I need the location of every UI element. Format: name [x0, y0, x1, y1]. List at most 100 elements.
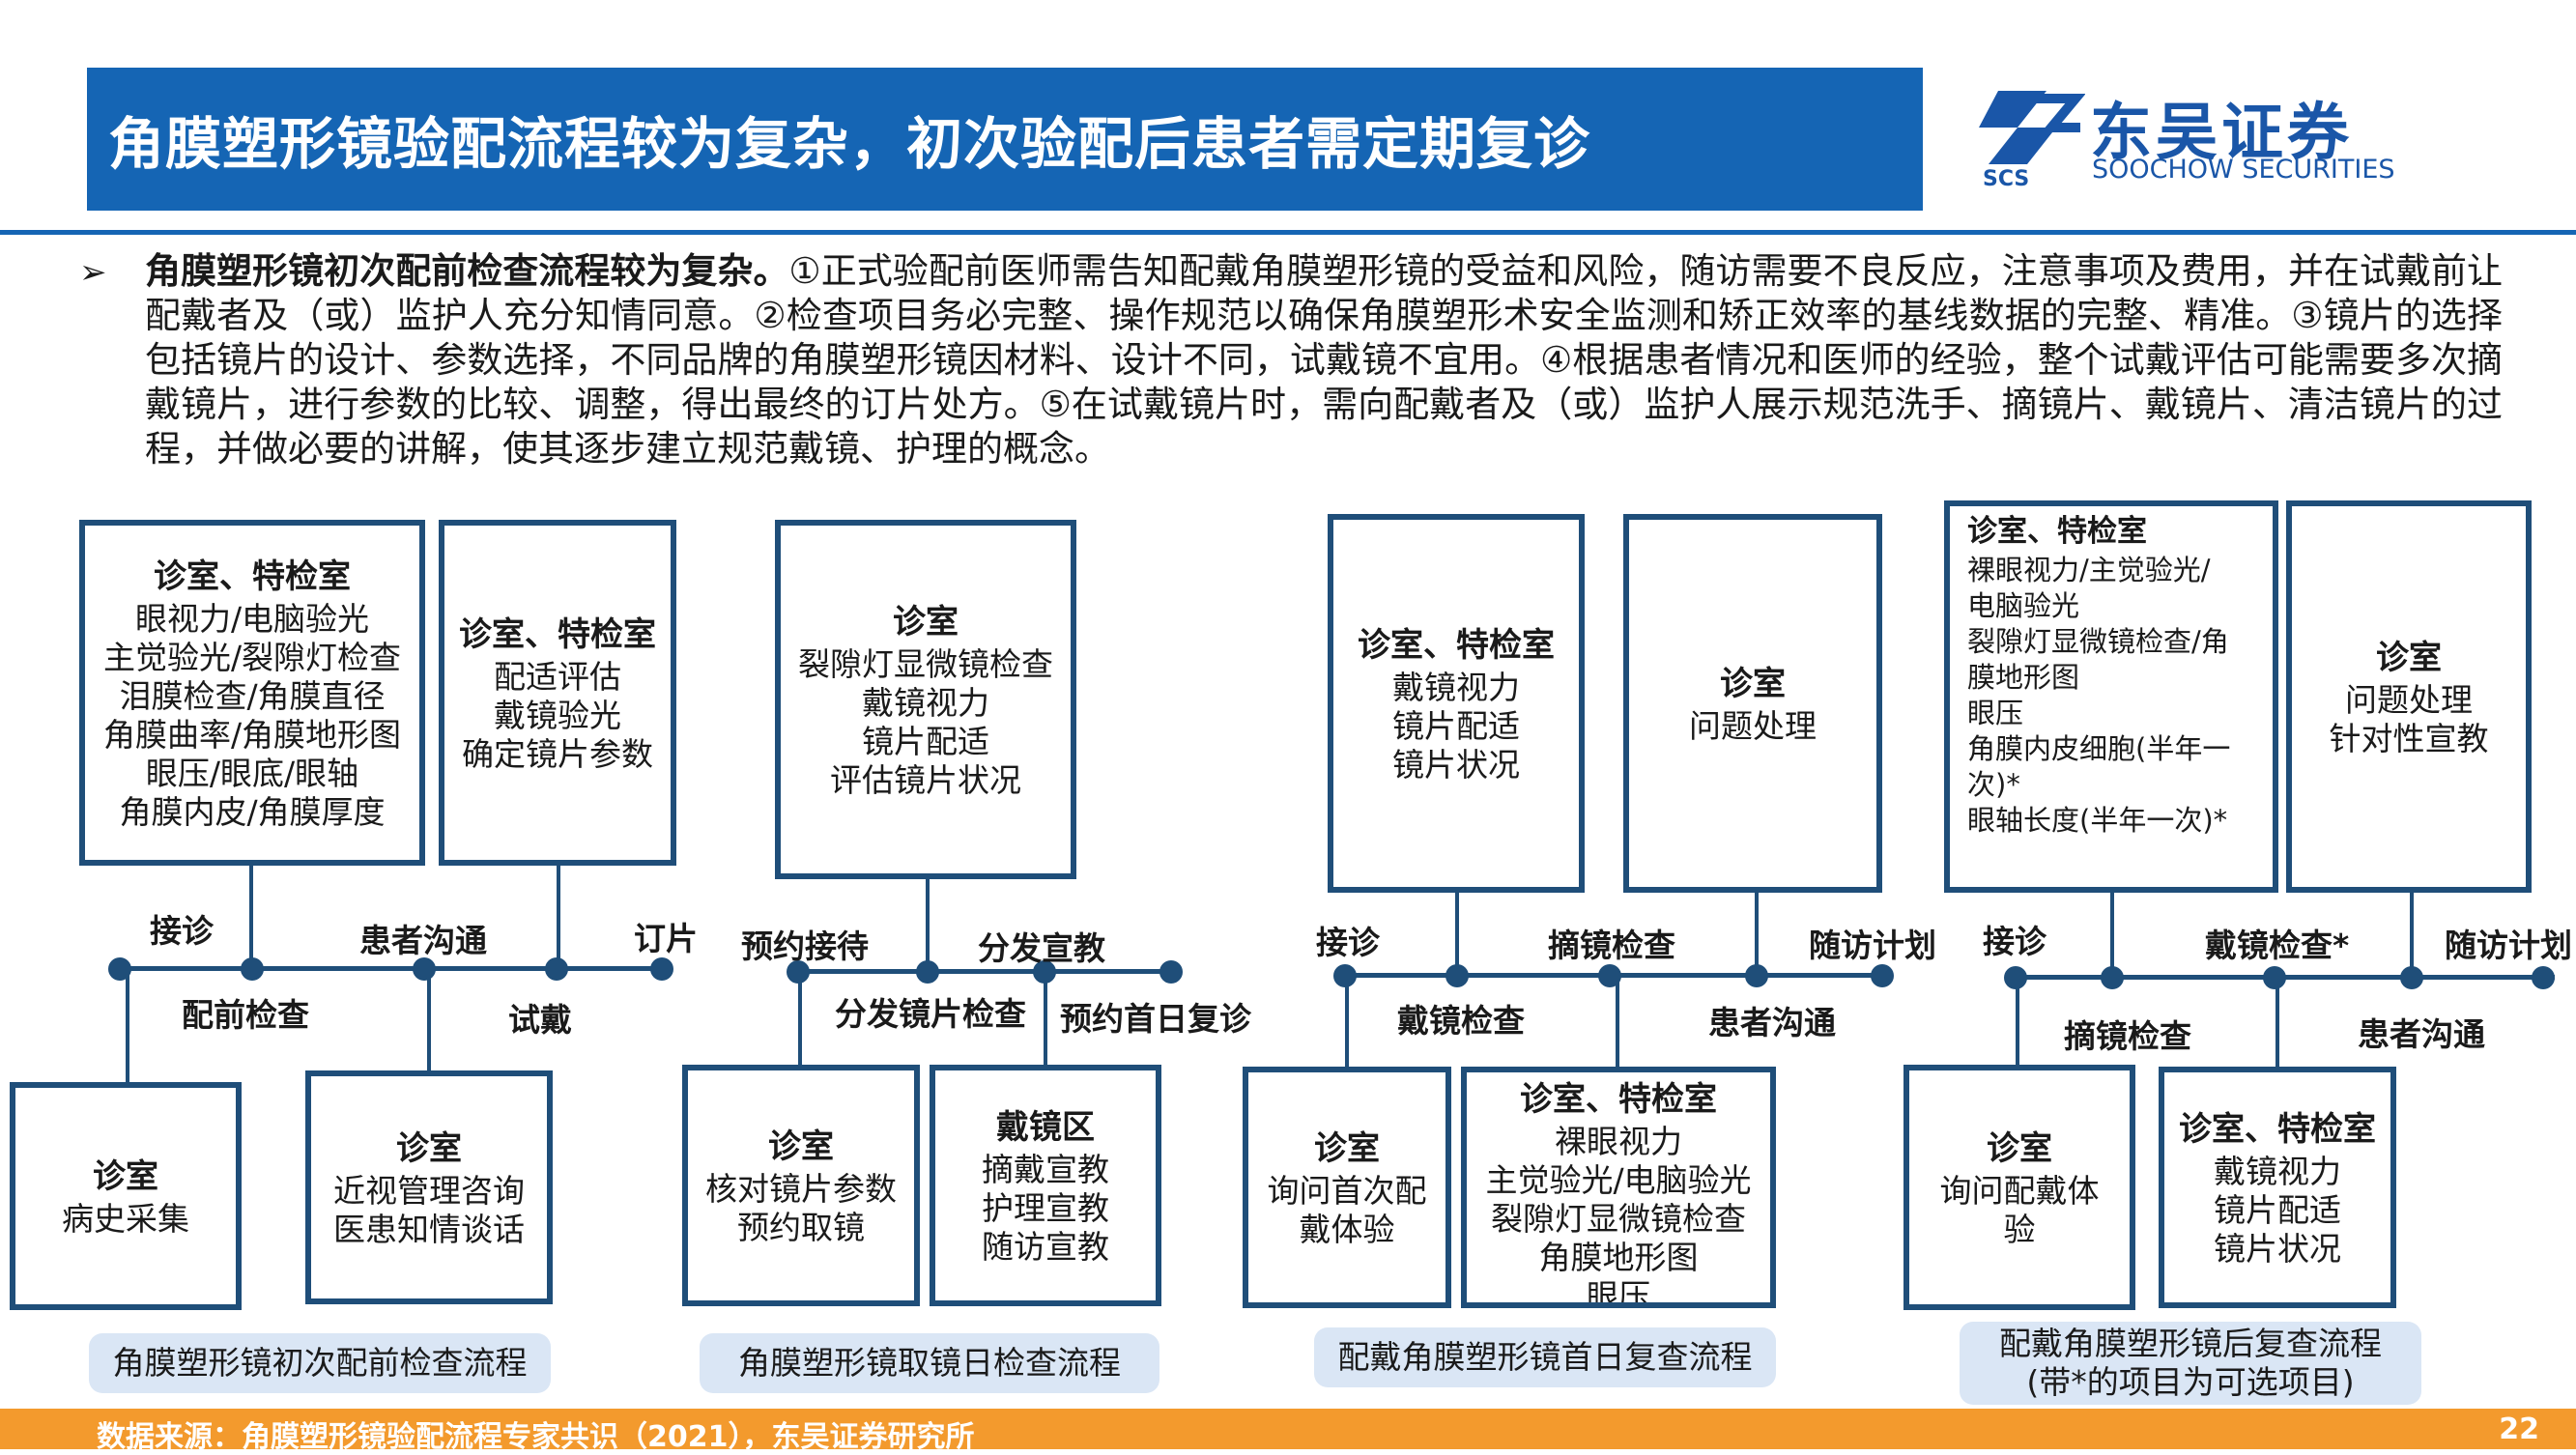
bullet-arrow-icon: ➢	[79, 253, 107, 292]
connector	[249, 866, 253, 968]
connector	[557, 866, 560, 968]
step-label: 患者沟通	[1708, 1004, 1836, 1041]
box-line: 镜片状况	[1392, 746, 1520, 784]
step-label: 随访计划	[1809, 927, 1936, 964]
box-line: 镜片配适	[1392, 707, 1520, 745]
box-title: 诊室	[396, 1129, 462, 1168]
flow3-box-experience: 诊室 询问首次配 戴体验	[1243, 1067, 1451, 1308]
flow3-box-naked-exam: 诊室、特检室 裸眼视力 主觉验光/电脑验光 裂隙灯显微镜检查 角膜地形图 眼压	[1461, 1067, 1776, 1308]
timeline-node	[2532, 966, 2555, 989]
intro-paragraph: 角膜塑形镜初次配前检查流程较为复杂。①正式验配前医师需告知配戴角膜塑形镜的受益和…	[145, 249, 2503, 471]
box-title: 诊室、特检室	[1520, 1080, 1717, 1119]
timeline-node	[1333, 964, 1357, 987]
flow3-caption: 配戴角膜塑形镜首日复查流程	[1314, 1327, 1776, 1387]
box-line: 主觉验光/电脑验光	[1485, 1161, 1752, 1199]
box-line: 戴体验	[1299, 1211, 1395, 1248]
box-line: 问题处理	[2345, 681, 2473, 719]
box-line: 裸眼视力	[1555, 1123, 1682, 1160]
box-line: 角膜曲率/角膜地形图	[102, 716, 402, 754]
box-line: 询问配戴体	[1939, 1172, 2100, 1210]
timeline-node	[108, 957, 131, 981]
box-line: 眼视力/电脑验光	[134, 600, 370, 638]
box-line: 裂隙灯显微镜检查	[1491, 1200, 1746, 1238]
box-line: 次)*	[1967, 768, 2020, 801]
logo-badge: SCS	[1983, 167, 2029, 189]
box-line: 电脑验光	[1967, 589, 2080, 622]
box-line: 镜片状况	[2214, 1230, 2341, 1268]
box-line: 预约取镜	[737, 1209, 865, 1246]
box-title: 诊室	[1720, 665, 1786, 703]
timeline-node	[916, 960, 939, 984]
flow1-box-history: 诊室 病史采集	[10, 1082, 242, 1310]
connector	[2410, 893, 2414, 977]
box-line: 戴镜视力	[1392, 669, 1520, 706]
box-line: 配适评估	[494, 658, 621, 696]
flow2-box-education: 戴镜区 摘戴宣教 护理宣教 随访宣教	[930, 1065, 1161, 1306]
box-line: 裸眼视力/主觉验光/	[1967, 554, 2211, 586]
box-line: 角膜内皮细胞(半年一	[1967, 732, 2231, 765]
page-number: 22	[2499, 1412, 2539, 1446]
flow4-box-problem: 诊室 问题处理 针对性宣教	[2286, 500, 2532, 893]
step-label: 戴镜检查*	[2205, 927, 2350, 964]
box-title: 诊室	[768, 1127, 834, 1166]
box-line: 泪膜检查/角膜直径	[119, 677, 386, 715]
timeline-node	[1598, 964, 1621, 987]
box-line: 随访宣教	[982, 1228, 1109, 1266]
box-title: 诊室、特检室	[1358, 626, 1555, 665]
connector	[126, 970, 129, 1082]
step-label: 戴镜检查	[1397, 1002, 1525, 1040]
box-line: 眼压	[1587, 1277, 1650, 1308]
flow1-box-trial: 诊室、特检室 配适评估 戴镜验光 确定镜片参数	[439, 520, 676, 866]
box-line: 裂隙灯显微镜检查/角	[1967, 625, 2229, 658]
flow1-timeline	[118, 966, 664, 971]
step-label: 接诊	[150, 912, 214, 950]
box-line: 戴镜视力	[2214, 1153, 2341, 1190]
timeline-node	[1159, 960, 1183, 984]
footer-bar	[0, 1409, 2576, 1449]
logo-english: SOOCHOW SECURITIES	[2092, 155, 2395, 185]
caption-line: 配戴角膜塑形镜后复查流程	[1999, 1325, 2382, 1362]
step-label: 随访计划	[2445, 927, 2572, 964]
logo-chinese: 东吴证券	[2090, 98, 2353, 169]
box-title: 诊室、特检室	[154, 557, 351, 596]
logo-mark-icon: SCS	[1979, 91, 2085, 189]
intro-body: ①正式验配前医师需告知配戴角膜塑形镜的受益和风险，随访需要不良反应，注意事项及费…	[145, 250, 2504, 470]
box-line: 评估镜片状况	[830, 761, 1021, 799]
step-label: 患者沟通	[359, 922, 487, 959]
box-line: 裂隙灯显微镜检查	[798, 645, 1053, 683]
box-line: 核对镜片参数	[705, 1170, 897, 1208]
connector	[926, 879, 930, 971]
connector	[1455, 893, 1459, 975]
flow1-caption: 角膜塑形镜初次配前检查流程	[89, 1333, 551, 1393]
flow3-box-problem: 诊室 问题处理	[1623, 514, 1882, 893]
step-label: 接诊	[1983, 923, 2046, 960]
flow2-caption: 角膜塑形镜取镜日检查流程	[700, 1333, 1159, 1393]
step-label: 分发宣教	[978, 929, 1105, 967]
step-label: 预约接待	[741, 927, 869, 965]
connector	[1616, 977, 1619, 1069]
step-label: 配前检查	[182, 996, 309, 1034]
step-label: 摘镜检查	[2064, 1017, 2191, 1055]
step-label: 摘镜检查	[1548, 927, 1675, 964]
box-line: 医患知情谈话	[333, 1211, 525, 1248]
flow2-timeline	[792, 969, 1179, 974]
box-title: 诊室、特检室	[459, 615, 656, 654]
header-divider	[0, 230, 2576, 235]
step-label: 订片	[634, 920, 698, 957]
box-line: 戴镜验光	[494, 697, 621, 734]
timeline-node	[545, 957, 568, 981]
box-title: 诊室	[93, 1157, 158, 1196]
box-title: 诊室、特检室	[2179, 1110, 2376, 1149]
box-line: 针对性宣教	[2329, 720, 2489, 757]
connector	[1345, 977, 1349, 1069]
intro-lead: 角膜塑形镜初次配前检查流程较为复杂。	[145, 250, 789, 292]
box-line: 镜片配适	[2214, 1191, 2341, 1229]
box-line: 眼压/眼底/眼轴	[145, 755, 359, 792]
timeline-node	[2101, 966, 2124, 989]
step-label: 接诊	[1316, 924, 1380, 961]
box-line: 膜地形图	[1967, 661, 2080, 694]
connector	[2275, 979, 2279, 1070]
flow1-box-pre-exam: 诊室、特检室 眼视力/电脑验光 主觉验光/裂隙灯检查 泪膜检查/角膜直径 角膜曲…	[79, 520, 425, 866]
timeline-node	[650, 957, 673, 981]
timeline-node	[241, 957, 264, 981]
